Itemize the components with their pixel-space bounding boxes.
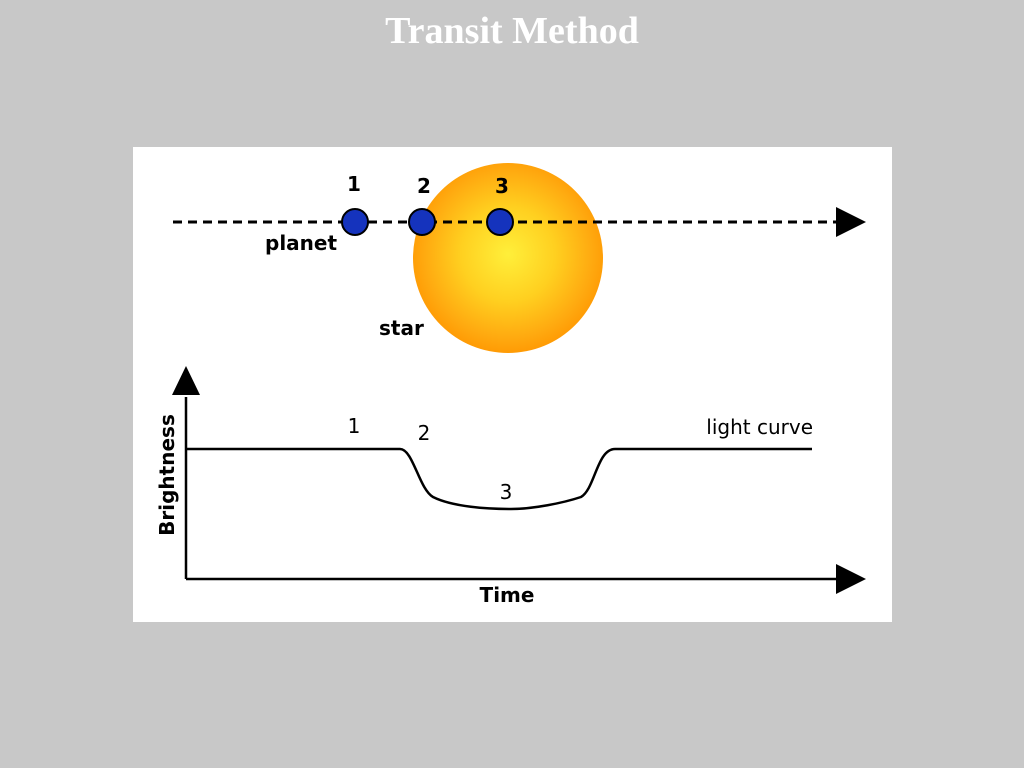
star-label: star bbox=[379, 316, 424, 340]
position-label-2: 2 bbox=[417, 174, 431, 198]
light-curve-line bbox=[186, 447, 812, 511]
x-axis-arrowhead bbox=[836, 564, 866, 594]
curve-point-label-3: 3 bbox=[500, 480, 513, 504]
curve-point-label-2: 2 bbox=[418, 421, 431, 445]
orbit-arrowhead bbox=[836, 207, 866, 237]
curve-point-label-1: 1 bbox=[348, 414, 361, 438]
planet-position-2 bbox=[408, 208, 436, 236]
planet-position-3 bbox=[486, 208, 514, 236]
transit-diagram: 1 2 3 planet star Brightness Time light … bbox=[133, 147, 892, 622]
position-label-3: 3 bbox=[495, 174, 509, 198]
x-axis-label: Time bbox=[480, 583, 535, 607]
y-axis-label: Brightness bbox=[155, 414, 179, 536]
light-curve-label: light curve bbox=[706, 415, 813, 439]
position-label-1: 1 bbox=[347, 172, 361, 196]
y-axis-arrowhead bbox=[172, 366, 200, 395]
planet-label: planet bbox=[265, 231, 337, 255]
star-disc bbox=[413, 163, 603, 353]
planet-position-1 bbox=[341, 208, 369, 236]
slide-title: Transit Method bbox=[385, 10, 639, 52]
